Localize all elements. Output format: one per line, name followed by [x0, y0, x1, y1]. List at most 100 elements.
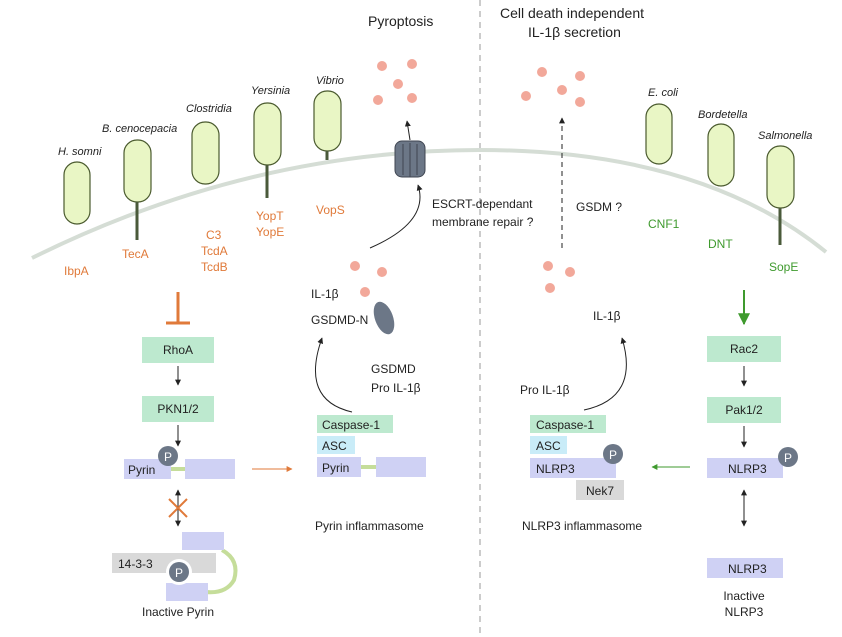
toxin-tcdb: TcdB	[201, 260, 228, 274]
gsdm-question-label: GSDM ?	[576, 200, 622, 214]
il1b-dot	[360, 287, 370, 297]
nlrp3-asc-label: ASC	[536, 439, 561, 453]
bacterium-label-h-somni: H. somni	[58, 146, 102, 158]
nlrp3-inflammasome-nlrp3-label: NLRP3	[536, 462, 575, 476]
inactive-pyrin-upper	[182, 532, 224, 550]
blocked-cross	[168, 498, 188, 518]
toxin-yope: YopE	[256, 225, 284, 239]
pak-label: Pak1/2	[725, 403, 763, 417]
arrow-nlrp3-cycle	[583, 337, 627, 411]
pyrin-asc-box	[317, 436, 355, 454]
pyrin-asc-label: ASC	[322, 439, 347, 453]
bacterium-clostridia	[191, 121, 220, 185]
il1b-dot	[575, 97, 585, 107]
nlrp3-il1b-label: IL-1β	[593, 309, 621, 323]
phospho-p-nlrp3-inflammasome-label: P	[609, 448, 617, 462]
bacterium-label-salmonella: Salmonella	[758, 130, 812, 142]
gsdmd-pore	[394, 140, 426, 178]
il1b-dot	[537, 67, 547, 77]
toxin-cnf1: CNF1	[648, 217, 680, 231]
nek7-label: Nek7	[586, 484, 614, 498]
il1b-dot	[407, 93, 417, 103]
bacterium-label-b-cenocepacia: B. cenocepacia	[102, 123, 177, 135]
il1b-dot	[373, 95, 383, 105]
toxin-dnt: DNT	[708, 237, 733, 251]
nlrp3-inactive-label: NLRP3	[728, 562, 767, 576]
inactive-nlrp3-caption-line2: NLRP3	[725, 605, 764, 619]
inactive-pyrin-caption: Inactive Pyrin	[142, 605, 214, 619]
bacterium-b-cenocepacia	[123, 139, 152, 203]
bacterium-label-bordetella: Bordetella	[698, 109, 748, 121]
pyrin-caspase-label: Caspase-1	[322, 418, 380, 432]
phospho-p-nlrp3-inflammasome	[603, 444, 623, 464]
nlrp3-inactive-box	[707, 558, 783, 578]
il1b-dot	[350, 261, 360, 271]
bacterium-h-somni	[63, 161, 91, 225]
bacterium-label-yersinia: Yersinia	[251, 85, 290, 97]
nlrp3-caspase-label: Caspase-1	[536, 418, 594, 432]
pak-box	[707, 397, 781, 423]
nlrp3-caspase-box	[530, 415, 606, 433]
heading-il1-line2: IL-1β secretion	[528, 24, 621, 40]
inactive-pyrin-lower	[166, 583, 208, 601]
nlrp3-inflammasome-caption: NLRP3 inflammasome	[522, 519, 642, 533]
inactive-nlrp3-caption-line1: Inactive	[723, 589, 765, 603]
gsdmd-n-fragment	[373, 301, 395, 335]
pyrin-box	[124, 459, 171, 479]
bacterium-e-coli	[645, 103, 673, 165]
toxin-teca: TecA	[122, 247, 149, 261]
membrane-repair-line2: membrane repair ?	[432, 215, 534, 229]
toxin-yopt: YopT	[256, 209, 284, 223]
toxin-vops: VopS	[316, 203, 345, 217]
toxin-ibpa: IbpA	[64, 264, 89, 278]
toxin-c3: C3	[206, 228, 222, 242]
nlrp3-active-label: NLRP3	[728, 462, 767, 476]
rhoa-label: RhoA	[163, 343, 193, 357]
nlrp3-active-box	[707, 458, 783, 478]
pyrin-inflammasome-pyrin-box	[317, 457, 361, 477]
rhoa-box	[142, 337, 214, 363]
il1b-dot	[521, 91, 531, 101]
arrow-through-pore	[404, 120, 411, 141]
bacterium-label-vibrio: Vibrio	[316, 75, 344, 87]
toxin-tcda: TcdA	[201, 244, 228, 258]
phospho-p-nlrp3	[778, 447, 798, 467]
pyrin-label: Pyrin	[128, 463, 155, 477]
il1b-dot	[565, 267, 575, 277]
pkn-box	[142, 396, 214, 422]
nlrp3-asc-box	[530, 436, 567, 454]
inhibition-symbol	[166, 292, 190, 325]
il1b-dot	[377, 61, 387, 71]
inactive-pyrin-linker	[205, 548, 238, 595]
il1b-dot	[575, 71, 585, 81]
arrow-gsdmd-to-pore	[369, 184, 423, 249]
phospho-p-pyrin-label: P	[164, 450, 172, 464]
heading-pyroptosis: Pyroptosis	[368, 13, 433, 29]
il1b-dot	[407, 59, 417, 69]
phospho-p-nlrp3-label: P	[784, 451, 792, 465]
pyrin-il1b-label: IL-1β	[311, 287, 339, 301]
membrane-repair-line1: ESCRT-dependant	[432, 197, 533, 211]
nlrp3-pro-il1b-label: Pro IL-1β	[520, 383, 570, 397]
pyrin-inflammasome-pyrin-label: Pyrin	[322, 461, 349, 475]
nek7-box	[576, 480, 624, 500]
phospho-p-inactive	[169, 562, 189, 582]
bacterium-yersinia	[253, 102, 282, 166]
il1b-dot	[543, 261, 553, 271]
gsdmd-label: GSDMD	[371, 362, 416, 376]
protein-1433-label: 14-3-3	[118, 557, 153, 571]
toxin-sope: SopE	[769, 260, 798, 274]
bacterium-salmonella	[766, 145, 795, 209]
arrow-pyrin-cycle	[315, 337, 353, 413]
rac2-label: Rac2	[730, 342, 758, 356]
pyrin-caspase-box	[317, 415, 393, 433]
il1b-dot	[393, 79, 403, 89]
pyrin-inflammasome-domain-box	[376, 457, 426, 477]
bacterium-label-e-coli: E. coli	[648, 87, 679, 99]
rac2-box	[707, 336, 781, 362]
bacterium-bordetella	[707, 123, 735, 187]
il1b-dot	[545, 283, 555, 293]
gsdmd-n-label: GSDMD-N	[311, 313, 368, 327]
phospho-p-pyrin	[158, 446, 178, 466]
